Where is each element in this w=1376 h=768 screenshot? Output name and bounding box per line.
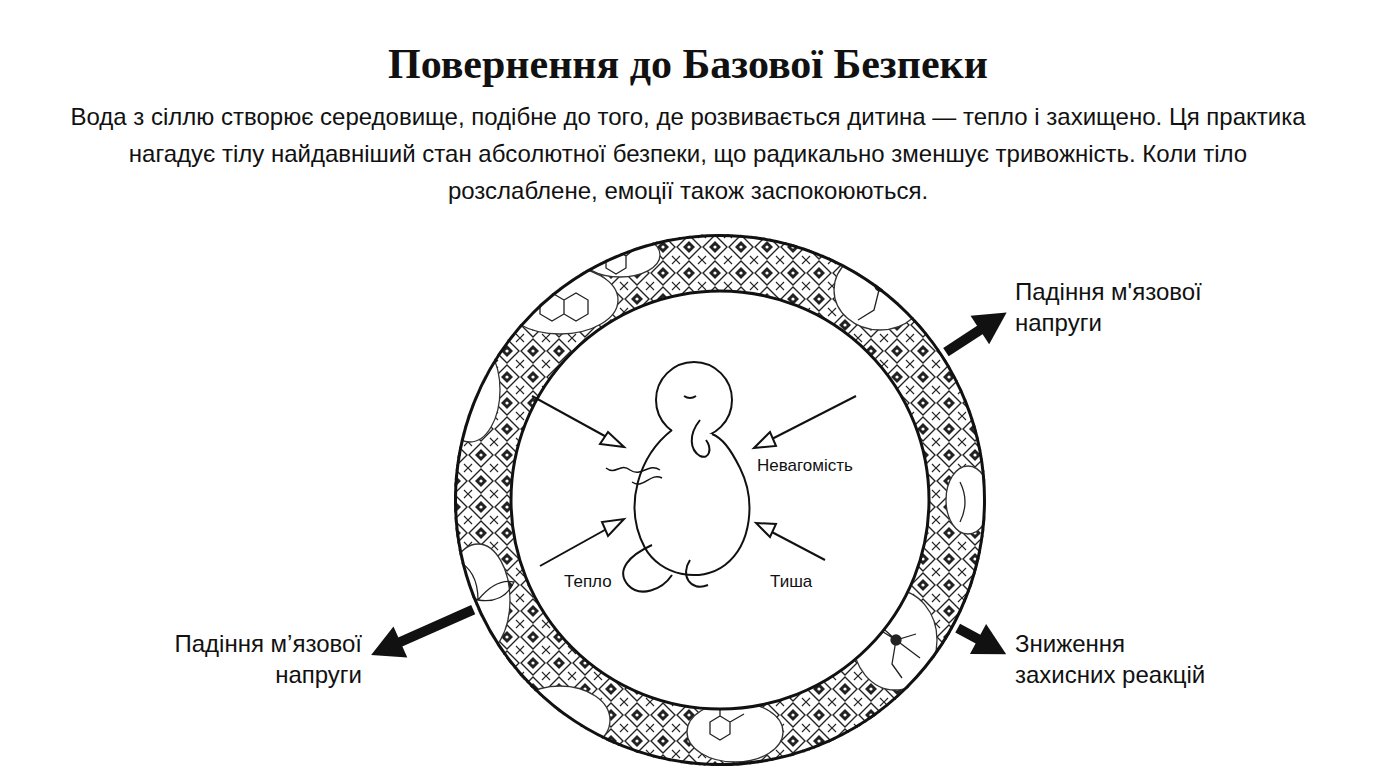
arrow-head (970, 624, 1006, 654)
arrow-shaft (946, 326, 985, 352)
ring-ornament (440, 233, 990, 766)
title: Повернення до Базової Безпеки (0, 38, 1376, 90)
effect-arrow (371, 610, 473, 658)
inner-arrows (532, 396, 856, 566)
effect-label: Падіння м'язової напруги (1015, 276, 1235, 338)
effect-label: Падіння м’язової напруги (158, 628, 362, 690)
effect-label: Зниження захисних реакцій (1015, 628, 1227, 690)
arrow-head (371, 626, 407, 657)
arrow-shaft (395, 610, 474, 645)
inner-label: Тиша (768, 571, 814, 592)
inner-label: Невагомість (755, 455, 855, 476)
fetus-figure (606, 362, 749, 592)
effect-text: Падіння м’язової напруги (158, 628, 362, 690)
effect-arrow (958, 624, 1007, 654)
circle-outline (454, 234, 986, 766)
effect-arrow (946, 312, 1007, 352)
circle-border (511, 291, 929, 709)
effect-text: Падіння м'язової напруги (1015, 276, 1235, 338)
central-circle: НевагомістьТепло Тиша (454, 234, 986, 766)
circle-border (456, 236, 985, 765)
inner-label: Тепло (562, 571, 614, 592)
effect-text: Зниження захисних реакцій (1015, 628, 1227, 690)
arrow-head (971, 312, 1007, 344)
caption: Вода з сіллю створює середовище, подібне… (58, 98, 1318, 209)
